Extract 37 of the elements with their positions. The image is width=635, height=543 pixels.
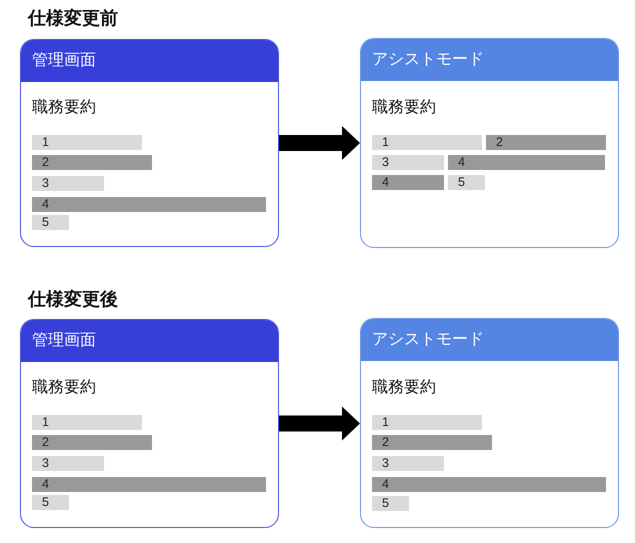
list-bar: 2: [372, 435, 492, 450]
list-bar: 5: [372, 496, 409, 511]
list-bar: 3: [372, 456, 444, 471]
header-bar: アシストモード: [361, 39, 618, 81]
list-bar: 1: [32, 135, 142, 150]
list-bar: 5: [32, 495, 69, 510]
section-title: 仕様変更前: [28, 7, 118, 29]
section-title: 仕様変更後: [28, 288, 118, 310]
list-bar: 4: [32, 477, 266, 492]
list-bar: 5: [448, 175, 485, 190]
section-heading: 職務要約: [32, 98, 96, 118]
screen-card: [20, 319, 279, 528]
header-bar: アシストモード: [361, 319, 618, 361]
list-bar: 4: [32, 197, 266, 212]
header-bar: 管理画面: [21, 40, 278, 82]
section-heading: 職務要約: [32, 378, 96, 398]
screen-card: [360, 318, 619, 528]
list-bar: 1: [32, 415, 142, 430]
list-bar: 3: [372, 155, 444, 170]
list-bar: 2: [486, 135, 606, 150]
list-bar: 5: [32, 215, 69, 230]
header-bar: 管理画面: [21, 320, 278, 362]
list-bar: 1: [372, 415, 482, 430]
section-heading: 職務要約: [372, 98, 436, 118]
section-heading: 職務要約: [372, 378, 436, 398]
list-bar: 2: [32, 435, 152, 450]
arrow: [279, 406, 360, 440]
list-bar: 4: [372, 477, 606, 492]
arrow: [279, 126, 360, 160]
list-bar: 2: [32, 155, 152, 170]
list-bar: 1: [372, 135, 482, 150]
screen-card: [20, 39, 279, 247]
screen-card: [360, 38, 619, 248]
list-bar: 4: [448, 155, 605, 170]
list-bar: 3: [32, 176, 104, 191]
list-bar: 3: [32, 456, 104, 471]
list-bar: 4: [372, 175, 444, 190]
